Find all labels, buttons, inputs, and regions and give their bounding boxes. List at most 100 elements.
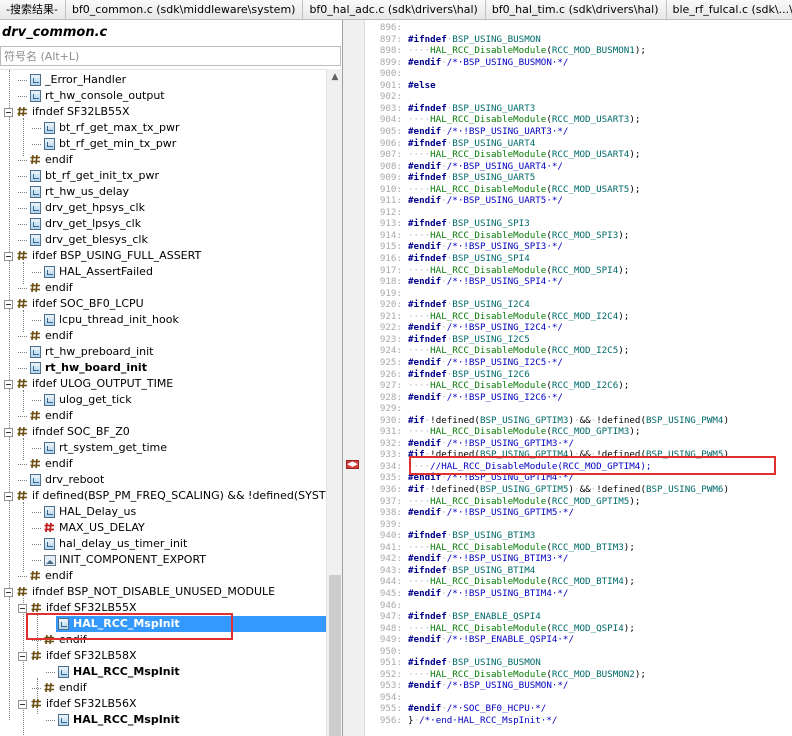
tab-1[interactable]: bf0_common.c (sdk\middleware\system)	[65, 0, 304, 19]
code-line[interactable]: 940:#ifndef·BSP_USING_BTIM3	[366, 530, 792, 542]
code-line[interactable]: 952:····HAL_RCC_DisableModule(RCC_MOD_BU…	[366, 669, 792, 681]
tree-item[interactable]: lcpu_thread_init_hook	[0, 312, 326, 328]
tree-item[interactable]: bt_rf_get_min_tx_pwr	[0, 136, 326, 152]
collapse-toggle-icon[interactable]	[4, 492, 13, 501]
code-line[interactable]: 920:#ifndef·BSP_USING_I2C4	[366, 299, 792, 311]
tree-item[interactable]: rt_hw_console_output	[0, 88, 326, 104]
code-line[interactable]: 950:	[366, 646, 792, 658]
tree-item[interactable]: drv_get_blesys_clk	[0, 232, 326, 248]
code-line[interactable]: 907:····HAL_RCC_DisableModule(RCC_MOD_US…	[366, 149, 792, 161]
code-line[interactable]: 945:#endif·/*·!BSP_USING_BTIM4·*/	[366, 588, 792, 600]
tree-item[interactable]: endif	[0, 280, 326, 296]
tree-item-selected[interactable]: HAL_RCC_MspInit	[56, 616, 326, 632]
code-line[interactable]: 932:#endif·/*·!BSP_USING_GPTIM3·*/	[366, 438, 792, 450]
code-line[interactable]: 922:#endif·/*·!BSP_USING_I2C4·*/	[366, 322, 792, 334]
code-line[interactable]: 898:····HAL_RCC_DisableModule(RCC_MOD_BU…	[366, 45, 792, 57]
code-line[interactable]: 924:····HAL_RCC_DisableModule(RCC_MOD_I2…	[366, 345, 792, 357]
tree-item[interactable]: bt_rf_get_max_tx_pwr	[0, 120, 326, 136]
code-line[interactable]: 927:····HAL_RCC_DisableModule(RCC_MOD_I2…	[366, 380, 792, 392]
panel-splitter[interactable]: ◀▶	[343, 20, 365, 736]
tree-item[interactable]: ulog_get_tick	[0, 392, 326, 408]
tree-item[interactable]: if defined(BSP_PM_FREQ_SCALING) && !defi…	[0, 488, 326, 504]
code-line[interactable]: 954:	[366, 692, 792, 704]
sync-arrows-icon[interactable]: ◀▶	[346, 460, 359, 469]
code-line[interactable]: 933:#if·!defined(BSP_USING_GPTIM4)·&&·!d…	[366, 449, 792, 461]
scrollbar-thumb[interactable]	[329, 575, 341, 736]
code-line[interactable]: 946:	[366, 600, 792, 612]
tree-item[interactable]: endif	[0, 680, 326, 696]
tab-2[interactable]: bf0_hal_adc.c (sdk\drivers\hal)	[303, 0, 486, 19]
code-line[interactable]: 912:	[366, 207, 792, 219]
symbol-tree-scrollbar[interactable]: ▲	[326, 69, 342, 736]
code-line[interactable]: 937:····HAL_RCC_DisableModule(RCC_MOD_GP…	[366, 496, 792, 508]
code-line[interactable]: 939:	[366, 519, 792, 531]
collapse-toggle-icon[interactable]	[18, 604, 27, 613]
tree-item[interactable]: _Error_Handler	[0, 72, 326, 88]
tab-0[interactable]: -搜索结果-	[0, 0, 66, 19]
tree-item[interactable]: endif	[0, 632, 326, 648]
code-line[interactable]: 909:#ifndef·BSP_USING_UART5	[366, 172, 792, 184]
code-line[interactable]: 944:····HAL_RCC_DisableModule(RCC_MOD_BT…	[366, 576, 792, 588]
code-line[interactable]: 931:····HAL_RCC_DisableModule(RCC_MOD_GP…	[366, 426, 792, 438]
tree-item[interactable]: HAL_RCC_MspInit	[0, 712, 326, 728]
code-line[interactable]: 923:#ifndef·BSP_USING_I2C5	[366, 334, 792, 346]
tree-item[interactable]: INIT_COMPONENT_EXPORT	[0, 552, 326, 568]
code-line[interactable]: 913:#ifndef·BSP_USING_SPI3	[366, 218, 792, 230]
code-line[interactable]: 942:#endif·/*·!BSP_USING_BTIM3·*/	[366, 553, 792, 565]
tree-item[interactable]: HAL_Delay_us	[0, 504, 326, 520]
scroll-up-arrow-icon[interactable]: ▲	[331, 72, 339, 82]
tree-item[interactable]: HAL_AssertFailed	[0, 264, 326, 280]
tree-item[interactable]: MAX_US_DELAY	[0, 520, 326, 536]
code-line[interactable]: 915:#endif·/*·!BSP_USING_SPI3·*/	[366, 241, 792, 253]
collapse-toggle-icon[interactable]	[4, 252, 13, 261]
tree-item[interactable]: endif	[0, 152, 326, 168]
symbol-search-input[interactable]	[0, 46, 341, 66]
code-line[interactable]: 919:	[366, 288, 792, 300]
tree-item[interactable]: endif	[0, 408, 326, 424]
code-line[interactable]: 901:#else	[366, 80, 792, 92]
code-line[interactable]: 947:#ifndef·BSP_ENABLE_QSPI4	[366, 611, 792, 623]
tree-item[interactable]: HAL_RCC_MspInit	[0, 664, 326, 680]
code-line[interactable]: 896:	[366, 22, 792, 34]
code-line[interactable]: 908:#endif·/*·BSP_USING_UART4·*/	[366, 161, 792, 173]
collapse-toggle-icon[interactable]	[4, 300, 13, 309]
code-line[interactable]: 911:#endif·/*·BSP_USING_UART5·*/	[366, 195, 792, 207]
code-line[interactable]: 930:#if·!defined(BSP_USING_GPTIM3)·&&·!d…	[366, 415, 792, 427]
tree-item[interactable]: drv_reboot	[0, 472, 326, 488]
code-line[interactable]: 899:#endif·/*·BSP_USING_BUSMON·*/	[366, 57, 792, 69]
tree-item[interactable]: rt_hw_us_delay	[0, 184, 326, 200]
tree-item[interactable]: ifdef BSP_USING_FULL_ASSERT	[0, 248, 326, 264]
code-line[interactable]: 916:#ifndef·BSP_USING_SPI4	[366, 253, 792, 265]
code-line[interactable]: 903:#ifndef·BSP_USING_UART3	[366, 103, 792, 115]
code-line[interactable]: 955:#endif·/*·SOC_BF0_HCPU·*/	[366, 703, 792, 715]
tree-item[interactable]: rt_hw_preboard_init	[0, 344, 326, 360]
tree-item[interactable]: ifdef SF32LB58X	[0, 648, 326, 664]
code-line[interactable]: 934:····//HAL_RCC_DisableModule(RCC_MOD_…	[366, 461, 792, 473]
code-line[interactable]: 929:	[366, 403, 792, 415]
code-line[interactable]: 906:#ifndef·BSP_USING_UART4	[366, 138, 792, 150]
code-line[interactable]: 936:#if·!defined(BSP_USING_GPTIM5)·&&·!d…	[366, 484, 792, 496]
collapse-toggle-icon[interactable]	[4, 588, 13, 597]
code-line[interactable]: 941:····HAL_RCC_DisableModule(RCC_MOD_BT…	[366, 542, 792, 554]
tree-item[interactable]: rt_hw_board_init	[0, 360, 326, 376]
code-line[interactable]: 928:#endif·/*·!BSP_USING_I2C6·*/	[366, 392, 792, 404]
code-line[interactable]: 956:}·/*·end·HAL_RCC_MspInit·*/	[366, 715, 792, 727]
code-line[interactable]: 953:#endif·/*·BSP_USING_BUSMON·*/	[366, 680, 792, 692]
code-line[interactable]: 951:#ifndef·BSP_USING_BUSMON	[366, 657, 792, 669]
tab-4[interactable]: ble_rf_fulcal.c (sdk\...\sf3	[666, 0, 792, 19]
code-line[interactable]: 948:····HAL_RCC_DisableModule(RCC_MOD_QS…	[366, 623, 792, 635]
tree-item[interactable]: ifndef SOC_BF_Z0	[0, 424, 326, 440]
code-line[interactable]: 897:#ifndef·BSP_USING_BUSMON	[366, 34, 792, 46]
tab-3[interactable]: bf0_hal_tim.c (sdk\drivers\hal)	[485, 0, 667, 19]
tree-item[interactable]: ifdef SF32LB55X	[0, 600, 326, 616]
code-line[interactable]: 900:	[366, 68, 792, 80]
tree-item[interactable]: ifndef SF32LB55X	[0, 104, 326, 120]
tree-item[interactable]: drv_get_hpsys_clk	[0, 200, 326, 216]
tree-item[interactable]: ifdef SOC_BF0_LCPU	[0, 296, 326, 312]
tree-item[interactable]: ifdef ULOG_OUTPUT_TIME	[0, 376, 326, 392]
code-line[interactable]: 935:#endif·/*·!BSP_USING_GPTIM4·*/	[366, 472, 792, 484]
code-line[interactable]: 949:#endif·/*·!BSP_ENABLE_QSPI4·*/	[366, 634, 792, 646]
collapse-toggle-icon[interactable]	[18, 652, 27, 661]
code-line[interactable]: 921:····HAL_RCC_DisableModule(RCC_MOD_I2…	[366, 311, 792, 323]
